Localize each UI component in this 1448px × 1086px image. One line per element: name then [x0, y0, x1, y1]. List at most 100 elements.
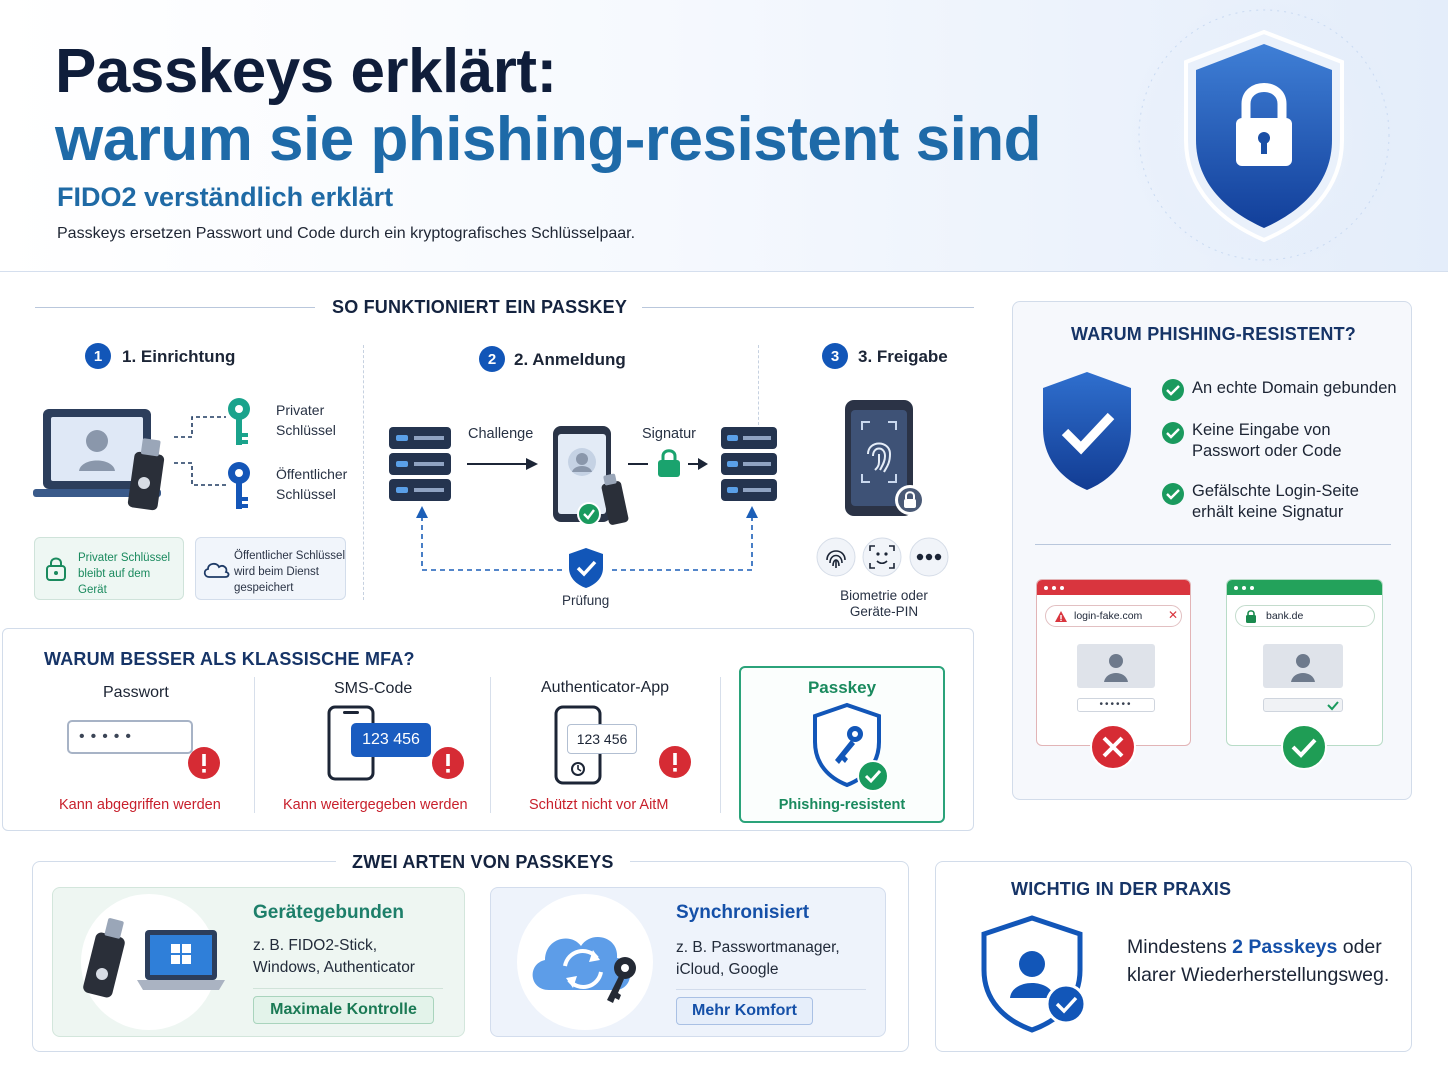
device-bound-title: Gerätegebunden — [253, 902, 404, 923]
signed-arrow-icon — [628, 449, 708, 477]
real-address-bar[interactable]: bank.de — [1235, 605, 1375, 627]
practice-text: Mindestens 2 Passkeys oder klarer Wieder… — [1127, 933, 1397, 990]
practice-card: WICHTIG IN DER PRAXIS Mindestens 2 Passk… — [935, 861, 1412, 1052]
mfa-comparison-card: WARUM BESSER ALS KLASSISCHE MFA? Passwor… — [2, 628, 974, 831]
why-phishing-heading: WARUM PHISHING-RESISTENT? — [1071, 324, 1357, 344]
page-subtitle: FIDO2 verständlich erklärt — [57, 182, 394, 212]
how-it-works-heading: SO FUNKTIONIERT EIN PASSKEY — [332, 297, 628, 317]
header-banner: Passkeys erklärt: warum sie phishing-res… — [0, 0, 1448, 272]
divider — [676, 989, 866, 990]
shield-lock-icon — [1129, 0, 1399, 270]
server-icon — [389, 427, 451, 501]
shield-user-check-icon — [981, 915, 1087, 1033]
check-label: Prüfung — [562, 593, 610, 608]
shield-key-icon — [813, 702, 889, 792]
server-icon — [721, 427, 777, 501]
alert-icon — [659, 746, 691, 778]
private-key-note: Privater Schlüssel bleibt auf dem Gerät — [78, 552, 171, 597]
divider — [490, 677, 491, 813]
lock-icon — [1246, 610, 1256, 623]
security-key-laptop-icon — [81, 894, 225, 1030]
mfa-heading: WARUM BESSER ALS KLASSISCHE MFA? — [44, 649, 415, 669]
device-bound-desc: z. B. FIDO2-Stick, Windows, Authenticato… — [253, 937, 415, 977]
divider — [758, 345, 759, 425]
app-code: 123 456 — [567, 724, 637, 754]
password-field: ••••• — [67, 720, 193, 754]
reason-item: An echte Domain gebunden — [1192, 379, 1397, 397]
divider — [253, 988, 443, 989]
window-titlebar — [1037, 580, 1190, 595]
public-key-note-card: Öffentlicher Schlüssel wird beim Dienst … — [195, 537, 346, 600]
auth-method-icons — [816, 537, 949, 577]
lock-icon — [46, 557, 66, 581]
close-icon: ✕ — [1168, 608, 1179, 622]
password-note: Kann abgegriffen werden — [59, 797, 221, 813]
divider — [35, 307, 315, 308]
arrow-right-icon — [467, 458, 538, 470]
shield-check-icon — [1043, 372, 1131, 490]
fake-login-window: login-fake.com ✕ •••••• — [1036, 579, 1191, 746]
synced-badge: Mehr Komfort — [676, 997, 813, 1025]
practice-heading: WICHTIG IN DER PRAXIS — [1011, 879, 1232, 899]
cloud-sync-key-icon — [517, 894, 653, 1030]
page-title: Passkeys erklärt: — [55, 37, 557, 106]
phone-fingerprint-icon — [845, 400, 925, 516]
signature-label: Signatur — [642, 426, 697, 442]
sms-code-bubble: 123 456 — [351, 723, 431, 757]
check-circle-icon — [1162, 422, 1184, 444]
error-x-icon — [1090, 724, 1136, 770]
private-key-note-card: Privater Schlüssel bleibt auf dem Gerät — [34, 537, 184, 600]
avatar-icon — [1263, 644, 1343, 688]
check-icon — [1327, 701, 1339, 711]
challenge-label: Challenge — [468, 426, 534, 442]
synced-title: Synchronisiert — [676, 902, 810, 923]
password-dots: •••••• — [1077, 698, 1155, 712]
fake-address-bar[interactable]: login-fake.com ✕ — [1045, 605, 1182, 627]
step-number: 2 — [479, 346, 505, 372]
public-key-label: Öffentlicher Schlüssel — [276, 466, 348, 503]
step-number: 1 — [85, 343, 111, 369]
page-description: Passkeys ersetzen Passwort und Code durc… — [57, 225, 636, 242]
fake-url: login-fake.com — [1074, 610, 1143, 622]
divider — [1035, 544, 1391, 545]
sms-note: Kann weitergegeben werden — [283, 797, 468, 813]
passkey-note: Phishing-resistent — [778, 797, 906, 813]
types-heading-wrap: ZWEI ARTEN VON PASSKEYS — [336, 852, 630, 873]
synced-card: Synchronisiert z. B. Passwortmanager, iC… — [490, 887, 886, 1037]
shield-check-icon — [569, 548, 603, 588]
practice-highlight: 2 Passkeys — [1232, 936, 1338, 958]
real-url: bank.de — [1266, 610, 1304, 622]
private-key-label: Privater Schlüssel — [276, 402, 336, 439]
window-dots-icon — [1234, 586, 1254, 590]
avatar-icon — [1077, 644, 1155, 688]
divider — [254, 677, 255, 813]
alert-icon — [188, 747, 220, 779]
window-titlebar — [1227, 580, 1382, 595]
divider — [642, 307, 974, 308]
why-phishing-card: WARUM PHISHING-RESISTENT? An echte Domai… — [1012, 301, 1412, 800]
public-key-note: Öffentlicher Schlüssel wird beim Dienst … — [234, 550, 346, 595]
app-note: Schützt nicht vor AitM — [529, 797, 669, 813]
smartphone-icon — [553, 426, 629, 526]
divider — [720, 677, 721, 813]
step-number: 3 — [822, 343, 848, 369]
verification-loop — [416, 506, 758, 571]
cloud-icon — [203, 562, 230, 578]
key-pair-icon — [174, 398, 250, 509]
warning-icon — [1055, 611, 1067, 622]
window-dots-icon — [1044, 586, 1064, 590]
check-circle-icon — [1162, 483, 1184, 505]
real-login-window: bank.de — [1226, 579, 1383, 746]
device-bound-card: Gerätegebunden z. B. FIDO2-Stick, Window… — [52, 887, 465, 1037]
reason-item: Keine Eingabe von Passwort oder Code — [1192, 421, 1342, 461]
passkey-option-card: Passkey Phishing-resistent — [739, 666, 945, 823]
success-check-icon — [1281, 724, 1327, 770]
synced-desc: z. B. Passwortmanager, iCloud, Google — [676, 939, 840, 979]
laptop-with-key-icon — [33, 409, 165, 511]
step-label: 3. Freigabe — [858, 347, 948, 366]
sms-title: SMS-Code — [334, 680, 413, 697]
device-bound-badge: Maximale Kontrolle — [253, 996, 434, 1024]
practice-text-start: Mindestens — [1127, 936, 1233, 958]
alert-icon — [432, 747, 464, 779]
passkey-title: Passkey — [807, 678, 877, 697]
